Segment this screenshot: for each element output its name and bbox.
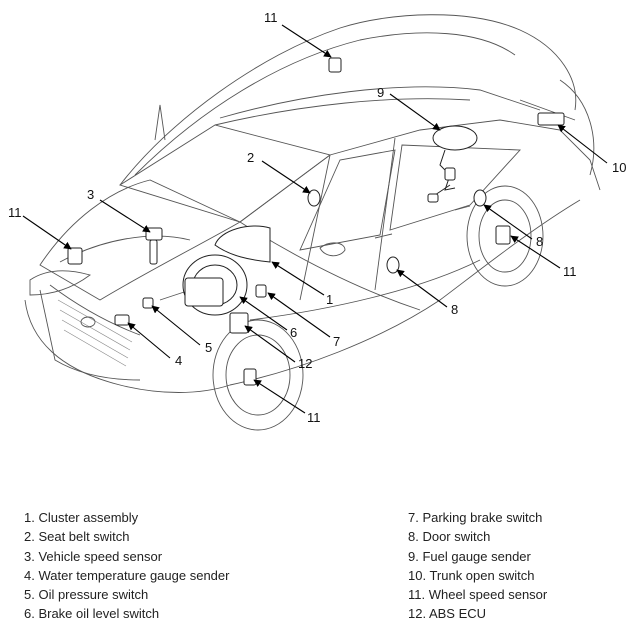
cluster-assembly	[214, 225, 271, 263]
legend-item: 8. Door switch	[408, 529, 491, 545]
callout-11-right: 11	[563, 264, 577, 279]
fuel-gauge-sender	[427, 125, 478, 203]
callout-11-front: 11	[307, 410, 321, 425]
wheel-speed-sensor-right	[495, 225, 511, 245]
leader-lines	[22, 24, 608, 414]
legend-item: 2. Seat belt switch	[24, 529, 130, 545]
abs-ecu	[229, 312, 249, 334]
door-switch-lower	[386, 256, 400, 274]
callout-11-left: 11	[8, 205, 22, 220]
legend-item: 6. Brake oil level switch	[24, 606, 160, 622]
legend-item: 10. Trunk open switch	[408, 567, 535, 583]
legend-right-column: 7. Parking brake switch 8. Door switch 9…	[408, 508, 547, 624]
brake-booster	[182, 254, 248, 316]
legend-left-column: 1. Cluster assembly 2. Seat belt switch …	[24, 508, 229, 624]
legend-item: 4. Water temperature gauge sender	[24, 567, 230, 583]
legend-item: 9. Fuel gauge sender	[408, 548, 531, 564]
wheel-speed-sensor-left	[67, 247, 83, 265]
callout-11-roof: 11	[264, 10, 278, 25]
callout-4: 4	[175, 353, 182, 368]
car-body	[24, 14, 601, 431]
oil-pressure-switch	[142, 297, 154, 309]
components	[67, 57, 565, 386]
legend-item: 5. Oil pressure switch	[24, 587, 149, 603]
vehicle-speed-sensor	[145, 227, 163, 265]
trunk-open-switch	[537, 112, 565, 126]
legend-item: 7. Parking brake switch	[408, 510, 543, 525]
callout-9: 9	[377, 85, 384, 100]
callout-1: 1	[326, 292, 333, 307]
legend-item: 3. Vehicle speed sensor	[24, 548, 163, 564]
callout-2: 2	[247, 150, 254, 165]
seat-belt-switch	[307, 189, 321, 207]
legend-item: 12. ABS ECU	[408, 606, 487, 622]
parking-brake-switch	[255, 284, 267, 298]
water-temperature-gauge-sender	[114, 314, 130, 326]
callout-7: 7	[333, 334, 340, 349]
callout-10: 10	[612, 160, 626, 175]
callout-labels: 11 9 10 2 3 11 1 8 11 6 7 5 4 12 8 11	[8, 10, 626, 425]
callout-3: 3	[87, 187, 94, 202]
callout-8-lower: 8	[451, 302, 458, 317]
callout-6: 6	[290, 325, 297, 340]
door-switch-upper	[473, 189, 487, 207]
legend-item: 1. Cluster assembly	[24, 510, 139, 525]
callout-5: 5	[205, 340, 212, 355]
wheel-speed-sensor-front	[243, 368, 257, 386]
wheel-speed-sensor-roof	[328, 57, 342, 73]
callout-12: 12	[298, 356, 312, 371]
car-component-diagram: 11 9 10 2 3 11 1 8 11 6 7 5 4 12 8 11	[8, 10, 626, 431]
callout-8-upper: 8	[536, 234, 543, 249]
legend-item: 11. Wheel speed sensor	[408, 587, 548, 603]
